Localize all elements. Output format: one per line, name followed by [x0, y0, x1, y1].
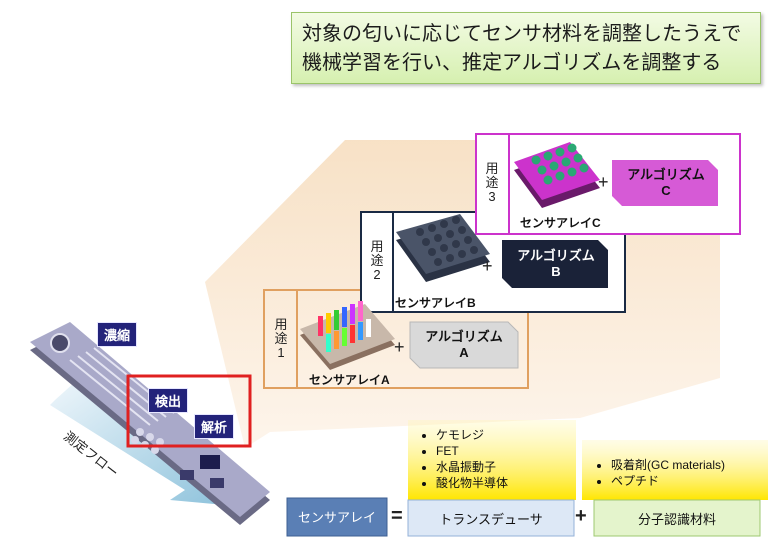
sensor-array-box	[286, 497, 388, 537]
algorithm-b-line1: アルゴリズム	[517, 248, 595, 263]
transducer-example-3: 水晶振動子	[436, 459, 508, 475]
transducer-band	[408, 420, 576, 500]
usage2-label-char2: 途	[370, 253, 384, 268]
detect-analyze-highlight	[126, 374, 252, 448]
sensor-array-text: センサアレイ	[297, 510, 376, 525]
device-knob	[50, 333, 70, 353]
recognition-examples: 吸着剤(GC materials) ペプチド	[593, 457, 725, 489]
label-concentrate: 濃縮	[97, 322, 138, 347]
sensor-array-c-chip	[514, 142, 600, 208]
algorithm-b-shape	[502, 240, 608, 288]
transducer-example-4: 酸化物半導体	[436, 475, 508, 491]
label-detect: 検出	[148, 388, 189, 413]
title-line-2: 機械学習を行い、推定アルゴリズムを調整する	[302, 50, 722, 74]
recognition-box	[593, 499, 761, 537]
usage2-label-char3: 2	[373, 267, 381, 282]
detect-grid	[131, 428, 164, 454]
usage3-plus: +	[598, 172, 609, 192]
algorithm-a-shape	[409, 321, 519, 369]
transducer-example-2: FET	[436, 443, 508, 459]
algorithm-c-line1: アルゴリズム	[627, 167, 705, 182]
transducer-examples: ケモレジ FET 水晶振動子 酸化物半導体	[418, 427, 508, 491]
algorithm-a-line1: アルゴリズム	[425, 329, 503, 344]
algorithm-a-line2: A	[459, 345, 469, 360]
usage3-label: 用 途 3	[477, 162, 507, 204]
usage1-label-char1: 用	[274, 317, 288, 332]
algorithm-a-label: アルゴリズム A	[412, 329, 516, 361]
usage1-plus: +	[394, 337, 405, 357]
usage3-label-char2: 途	[485, 175, 499, 190]
usage1-label-char2: 途	[274, 331, 288, 346]
label-analyze: 解析	[194, 414, 235, 439]
recognition-band	[582, 440, 768, 500]
title-box: 対象の匂いに応じてセンサ材料を調整したうえで 機械学習を行い、推定アルゴリズムを…	[291, 12, 761, 84]
algorithm-c-line2: C	[661, 183, 671, 198]
sensor-array-b-label: センサアレイB	[395, 296, 476, 310]
recognition-example-1: 吸着剤(GC materials)	[611, 457, 725, 473]
algorithm-b-line2: B	[551, 264, 561, 279]
recognition-text: 分子認識材料	[637, 512, 716, 527]
algorithm-c-shape	[612, 160, 718, 206]
transducer-example-1: ケモレジ	[436, 427, 508, 443]
sensor-array-a-label: センサアレイA	[309, 373, 390, 387]
plus-sign: +	[575, 505, 587, 527]
equals-sign: =	[391, 505, 403, 527]
title-line-1: 対象の匂いに応じてセンサ材料を調整したうえで	[302, 21, 742, 45]
sensor-array-b-chip	[396, 214, 490, 282]
sensor-array-a-chip	[300, 301, 395, 370]
transducer-box	[407, 499, 575, 537]
usage2-label-char1: 用	[370, 239, 384, 254]
usage3-label-char1: 用	[485, 161, 499, 176]
algorithm-c-label: アルゴリズム C	[614, 167, 718, 199]
algorithm-b-label: アルゴリズム B	[504, 248, 608, 280]
usage2-plus: +	[482, 256, 493, 276]
sensor-array-c-label: センサアレイC	[520, 216, 601, 230]
usage3-label-char3: 3	[488, 189, 496, 204]
usage2-label: 用 途 2	[362, 240, 392, 282]
recognition-example-2: ペプチド	[611, 473, 725, 489]
transducer-text: トランスデューサ	[439, 512, 543, 527]
usage1-label-char3: 1	[277, 345, 285, 360]
usage1-label: 用 途 1	[266, 318, 296, 360]
